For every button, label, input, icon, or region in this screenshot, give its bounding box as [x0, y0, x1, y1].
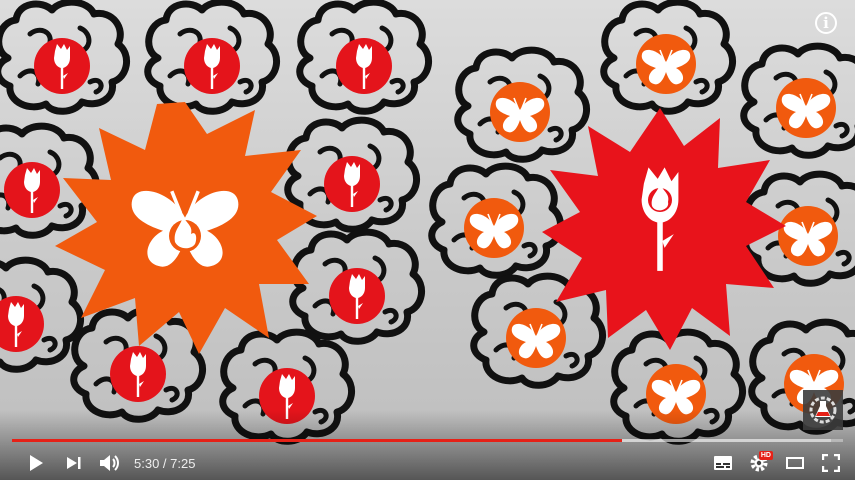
play-icon — [30, 455, 43, 471]
butterfly-brain-icon — [604, 2, 733, 111]
fullscreen-button[interactable] — [813, 446, 849, 480]
theater-mode-icon — [786, 457, 804, 469]
rose-brain-icon — [0, 260, 81, 369]
hd-badge: HD — [758, 451, 773, 460]
rose-brain-icon — [223, 332, 352, 441]
progress-played — [12, 439, 622, 442]
rose-brain-icon — [148, 2, 277, 111]
time-separator: / — [159, 455, 171, 471]
flask-gear-icon — [809, 396, 837, 424]
rose-brain-icon — [293, 232, 422, 341]
control-bar: 5:30 / 7:25 HD — [0, 446, 855, 480]
butterfly-brain-icon — [744, 46, 855, 155]
subtitles-button[interactable] — [705, 446, 741, 480]
volume-icon — [100, 455, 119, 471]
next-icon — [67, 457, 81, 469]
mute-button[interactable] — [92, 446, 128, 480]
theater-mode-button[interactable] — [777, 446, 813, 480]
orange-burst-butterfly — [55, 102, 317, 354]
duration: 7:25 — [170, 455, 196, 471]
next-button[interactable] — [56, 446, 92, 480]
butterfly-brain-icon — [458, 50, 587, 159]
butterfly-brain-icon — [614, 332, 743, 441]
red-burst-rose — [542, 108, 786, 350]
time-display: 5:30 / 7:25 — [134, 456, 195, 471]
rose-brain-icon — [0, 2, 127, 111]
current-time: 5:30 — [134, 455, 160, 471]
subtitles-icon — [714, 456, 732, 470]
butterfly-brain-icon — [432, 166, 561, 275]
right-controls: HD — [705, 446, 849, 480]
fullscreen-icon — [822, 454, 840, 472]
progress-bar[interactable] — [12, 439, 843, 442]
rose-brain-icon — [300, 2, 429, 111]
settings-icon — [750, 454, 768, 472]
info-button[interactable]: i — [815, 12, 837, 34]
settings-button[interactable]: HD — [741, 446, 777, 480]
play-button[interactable] — [18, 446, 54, 480]
channel-watermark[interactable] — [803, 390, 843, 430]
